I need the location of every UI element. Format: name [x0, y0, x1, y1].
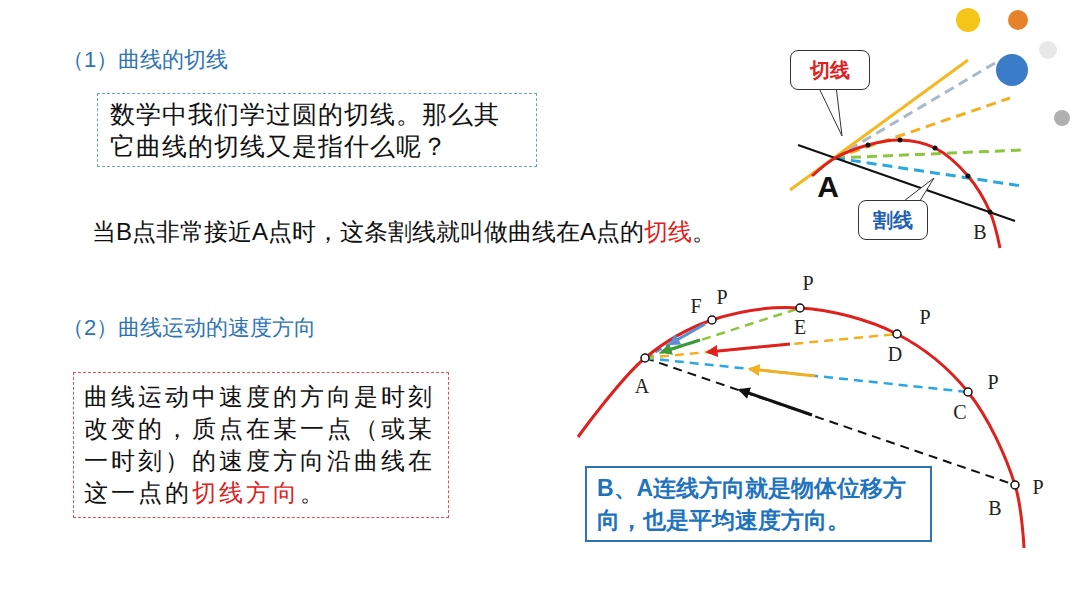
trajectory-curve [578, 308, 1024, 548]
velocity-arrow [750, 369, 815, 376]
secant-dashed [835, 150, 1022, 158]
node-text: 割线 [873, 209, 913, 231]
sentence: 当B点非常接近A点时，这条割线就叫做曲线在A点的切线。 [92, 218, 716, 247]
definition-box: 曲线运动中速度的方向是时刻改变的，质点在某一点（或某一时刻）的速度方向沿曲线在这… [73, 372, 449, 518]
curve-point [1011, 481, 1019, 489]
point-label: P [919, 306, 930, 328]
callout-pointer [818, 86, 842, 136]
note-box: B、A连线方向就是物体位移方向，也是平均速度方向。 [585, 466, 932, 542]
curve-tick [966, 174, 971, 179]
deco-circle [1039, 41, 1057, 59]
section-heading: （2）曲线运动的速度方向 [62, 316, 316, 340]
point-label: B [988, 497, 1001, 519]
sentence-part: 当B点非常接近A点时，这条割线就叫做曲线在A点的 [92, 218, 644, 245]
curve-point [964, 388, 972, 396]
velocity-arrow [740, 390, 812, 415]
deco-circle [1008, 10, 1028, 30]
deco-circle [996, 54, 1028, 86]
deco-circle [956, 8, 980, 32]
node-text: 切线方向 [192, 479, 300, 506]
curve [812, 140, 1000, 248]
node-text: 切线 [810, 59, 850, 81]
section-heading: （1）曲线的切线 [62, 48, 228, 72]
point-label: P [1032, 476, 1043, 498]
node-text: B、A连线方向就是物体位移方向，也是平均速度方向。 [597, 475, 906, 533]
point-label: B [973, 221, 986, 243]
point-label: A [635, 375, 649, 397]
curve-point [796, 304, 804, 312]
point-label: C [953, 401, 966, 423]
velocity-arrow [708, 344, 790, 352]
secant-dashed [835, 98, 1010, 158]
curve-points [641, 304, 1019, 489]
curve-tick [898, 138, 903, 143]
curve-point [708, 316, 716, 324]
curve-point [641, 354, 649, 362]
point-label: F [690, 295, 701, 317]
point-label: D [888, 343, 902, 365]
point-label: A [817, 170, 839, 203]
curve-tick [988, 210, 993, 215]
curve-tick [933, 146, 938, 151]
node-text: 数学中我们学过圆的切线。那么其它曲线的切线又是指什么呢？ [110, 100, 500, 160]
sentence-part: 切线 [644, 218, 692, 245]
sentence-part: 。 [692, 218, 716, 245]
point-label: P [716, 286, 727, 308]
curve-tick [866, 143, 871, 148]
displacement-dashed [645, 320, 712, 358]
point-label: P [987, 371, 998, 393]
curve-point [893, 330, 901, 338]
node-text: 。 [300, 479, 327, 506]
callout-bubble: 切线 [790, 50, 870, 90]
displacement-dashed [645, 358, 968, 392]
deco-circle [1054, 110, 1070, 126]
velocity-arrow [670, 324, 705, 344]
point-label: P [802, 272, 813, 294]
callout-bubble: 割线 [858, 200, 928, 240]
velocity-arrow [662, 340, 700, 352]
question-box: 数学中我们学过圆的切线。那么其它曲线的切线又是指什么呢？ [97, 93, 537, 167]
point-label: E [794, 316, 806, 338]
